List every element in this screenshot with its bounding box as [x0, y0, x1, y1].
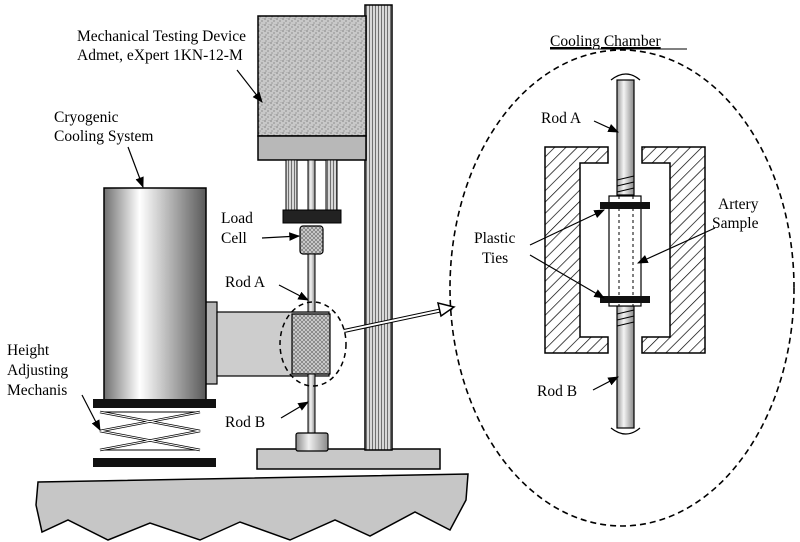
rod-b-label: Rod B	[225, 414, 265, 431]
height-label-line2: Adjusting	[7, 362, 68, 379]
cryogenic-cylinder	[103, 187, 207, 401]
chamber-wall-right	[641, 146, 706, 354]
detail-rod-b-label: Rod B	[537, 383, 577, 400]
ground	[35, 473, 469, 541]
artery-label-line2: Sample	[712, 215, 759, 232]
rod-a-label: Rod A	[225, 274, 266, 291]
base-plate	[256, 448, 441, 470]
rod-thread-bottom	[616, 309, 635, 327]
detail-rod-a	[616, 79, 635, 196]
chamber-wall-left	[544, 146, 609, 354]
chamber-arm	[204, 301, 218, 385]
jack-bottom-plate	[93, 458, 216, 467]
cryo-label-line2: Cooling System	[54, 128, 153, 145]
crosshead	[282, 209, 342, 224]
load-cell-label-line1: Load	[221, 210, 253, 227]
plastic-ties-label-line2: Ties	[482, 250, 508, 267]
artery-label-line1: Artery	[718, 196, 759, 213]
artery-sample	[608, 195, 642, 307]
device-label-line1: Mechanical Testing Device	[77, 28, 246, 45]
guide-post-right	[325, 159, 338, 211]
height-label-line1: Height	[7, 342, 50, 359]
device-bottom-plate	[257, 135, 367, 161]
rod-a	[307, 253, 316, 315]
jack-top-plate	[93, 399, 216, 408]
plastic-ties-label-line1: Plastic	[474, 230, 515, 247]
load-cell-label-line2: Cell	[221, 230, 247, 247]
height-label-line3: Mechanis	[7, 382, 67, 399]
plastic-tie-bottom	[600, 296, 650, 303]
detail-rod-a-label: Rod A	[541, 110, 582, 127]
upper-rod	[307, 159, 316, 213]
rod-b	[307, 373, 316, 435]
guide-post-left	[285, 159, 298, 211]
detail-circle	[449, 49, 795, 527]
scissor-jack	[99, 410, 201, 452]
vertical-column	[364, 4, 393, 451]
load-cell	[299, 225, 324, 255]
rod-b-base	[295, 432, 329, 452]
sample-chamber	[291, 313, 331, 375]
plastic-tie-top	[600, 202, 650, 209]
device-label-line2: Admet, eXpert 1KN-12-M	[77, 47, 243, 64]
cryo-label-line1: Cryogenic	[54, 109, 119, 126]
chamber-title: Cooling Chamber	[550, 33, 661, 50]
zoom-circle	[279, 301, 347, 387]
testing-device-head	[257, 15, 367, 137]
rod-thread-top	[616, 175, 635, 193]
